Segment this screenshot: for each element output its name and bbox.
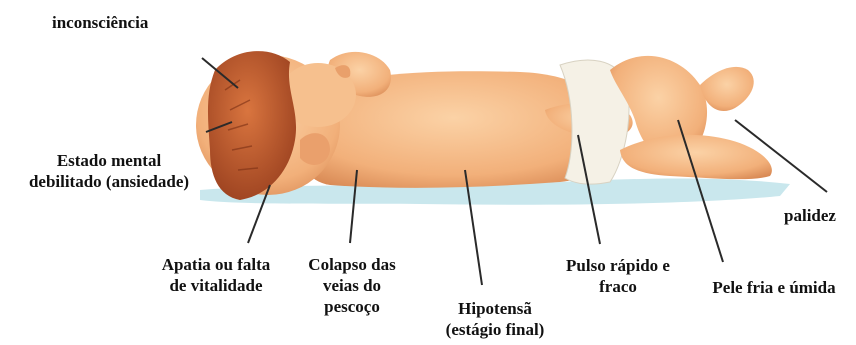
label-apathy: Apatia ou falta de vitalidade [146,254,286,296]
label-skin: Pele fria e úmida [696,277,852,298]
label-hypotension: Hipotensã (estágio final) [427,298,563,340]
baby-foot-raised [700,67,754,111]
label-pulse: Pulso rápido e fraco [548,255,688,297]
label-mental-state: Estado mental debilitado (ansiedade) [6,150,212,192]
label-pallor: palidez [770,205,850,226]
label-unconsciousness: inconsciência [52,12,148,33]
baby-leg-lower [620,135,772,179]
label-neck-veins: Colapso das veias do pescoço [294,254,410,317]
